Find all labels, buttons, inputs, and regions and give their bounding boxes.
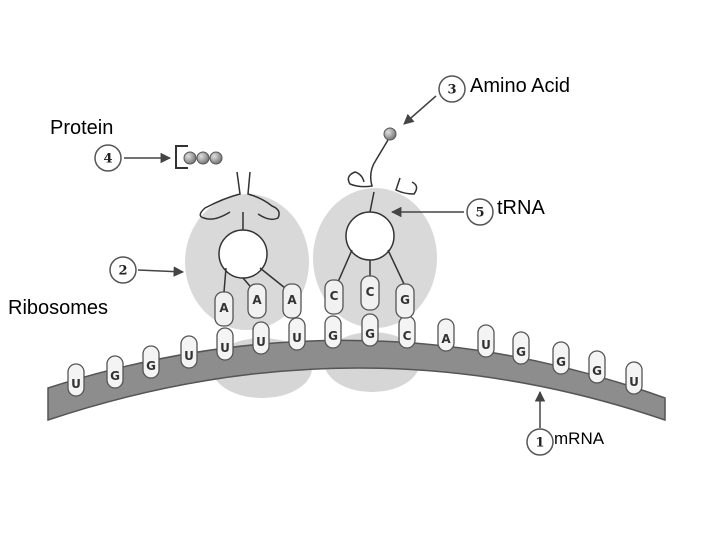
svg-text:U: U <box>292 331 302 345</box>
trna-anticodon: C <box>360 275 380 311</box>
svg-text:G: G <box>146 359 156 373</box>
trna-right <box>337 139 418 285</box>
svg-text:A: A <box>252 293 262 307</box>
mrna-codon: U <box>288 317 306 351</box>
svg-text:G: G <box>365 327 375 341</box>
mrna-codon: G <box>106 355 124 389</box>
label-trna: tRNA <box>497 197 545 219</box>
marker-3: 3 <box>438 75 466 103</box>
svg-text:G: G <box>400 293 410 307</box>
mrna-codon: G <box>552 341 570 375</box>
marker-2-number: 2 <box>118 264 127 279</box>
label-protein: Protein <box>50 117 113 139</box>
mrna-codon: U <box>180 335 198 369</box>
svg-text:G: G <box>556 355 566 369</box>
protein-bead <box>183 151 197 165</box>
svg-text:U: U <box>71 377 81 391</box>
label-mrna: mRNA <box>554 429 605 448</box>
protein-bead <box>196 151 210 165</box>
marker-4: 4 <box>94 144 122 172</box>
mrna-codon: U <box>67 363 85 397</box>
mrna-codon: U <box>216 327 234 361</box>
arrow-amino-acid <box>403 95 437 125</box>
svg-text:U: U <box>629 375 639 389</box>
mrna-codon: G <box>361 313 379 347</box>
svg-text:G: G <box>110 369 120 383</box>
mrna-codon: A <box>437 318 455 352</box>
svg-text:U: U <box>481 338 491 352</box>
mrna-codon: G <box>588 350 606 384</box>
marker-5: 5 <box>466 198 494 226</box>
mrna-codon: U <box>477 324 495 358</box>
trna-anticodon: A <box>247 283 267 319</box>
protein-bead <box>209 151 223 165</box>
amino-acid-bead <box>383 127 397 141</box>
mrna-codon-group: U G G U U U U G G C A U G G G U <box>67 313 643 397</box>
mrna-codon: G <box>512 331 530 365</box>
trna-anticodon: G <box>395 283 415 319</box>
svg-text:G: G <box>328 329 338 343</box>
marker-1: 1 <box>526 428 554 456</box>
mrna-codon: U <box>625 361 643 395</box>
svg-text:U: U <box>220 341 230 355</box>
svg-text:G: G <box>592 364 602 378</box>
svg-text:A: A <box>441 332 451 346</box>
label-ribosomes: Ribosomes <box>8 297 108 319</box>
trna-anticodon: A <box>214 291 234 327</box>
mrna-codon: C <box>398 315 416 349</box>
mrna-codon: G <box>324 315 342 349</box>
marker-1-number: 1 <box>535 436 544 451</box>
svg-text:U: U <box>256 335 266 349</box>
arrow-ribosome <box>137 266 185 277</box>
svg-text:A: A <box>219 301 229 315</box>
label-amino-acid: Amino Acid <box>470 75 570 97</box>
svg-text:C: C <box>403 329 412 343</box>
svg-text:G: G <box>516 345 526 359</box>
svg-text:C: C <box>330 289 339 303</box>
marker-4-number: 4 <box>103 152 112 167</box>
trna-anticodon: C <box>324 279 344 315</box>
trna-anticodon: A <box>282 283 302 319</box>
svg-text:A: A <box>287 293 297 307</box>
trna-left <box>199 171 291 293</box>
marker-5-number: 5 <box>475 206 484 221</box>
anticodon-group: A A A C C G <box>214 275 415 327</box>
mrna-codon: G <box>142 345 160 379</box>
svg-text:U: U <box>184 349 194 363</box>
mrna-codon: U <box>252 321 270 355</box>
marker-3-number: 3 <box>447 83 456 98</box>
marker-2: 2 <box>109 256 137 284</box>
protein-bracket <box>175 145 188 169</box>
svg-text:C: C <box>366 285 375 299</box>
